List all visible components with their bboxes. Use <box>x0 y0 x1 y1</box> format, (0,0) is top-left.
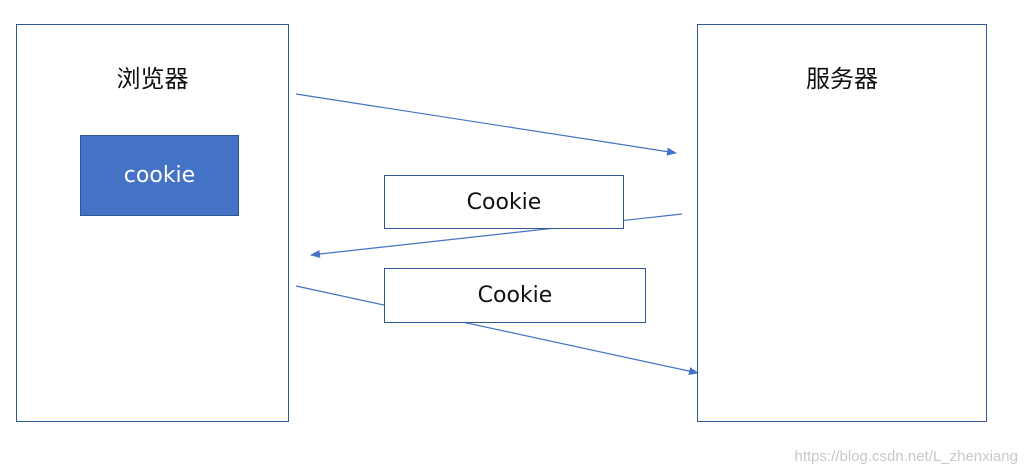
request-arrow <box>295 93 677 156</box>
set-cookie-message: Cookie <box>384 175 624 229</box>
server-title: 服务器 <box>806 65 878 93</box>
browser-title: 浏览器 <box>116 65 189 93</box>
send-cookie-message: Cookie <box>384 268 646 323</box>
server-box: 服务器 <box>697 24 987 422</box>
request-with-cookie-arrow <box>295 285 699 376</box>
browser-cookie-store: cookie <box>80 135 239 216</box>
browser-box: 浏览器 cookie <box>16 24 289 422</box>
watermark-text: https://blog.csdn.net/L_zhenxiang <box>794 448 1019 465</box>
